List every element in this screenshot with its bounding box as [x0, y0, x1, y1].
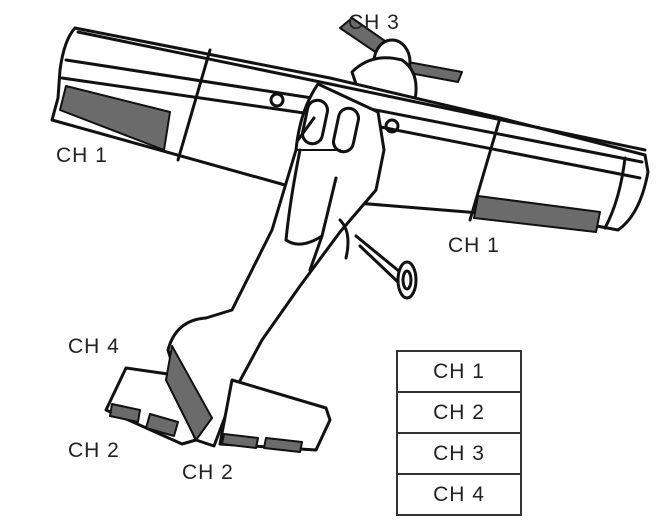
left-elevator-2	[145, 413, 179, 437]
right-aileron	[473, 195, 601, 233]
legend-row: CH 1	[396, 350, 522, 393]
legend-cell-ch4: CH 4	[396, 473, 522, 516]
label-elevator-right-ch2: CH 2	[182, 461, 234, 484]
landing-gear	[354, 234, 418, 300]
fuselage	[166, 82, 386, 448]
right-elevator	[221, 433, 259, 449]
rudder	[165, 345, 213, 441]
left-elevator	[109, 403, 141, 423]
label-rudder-ch4: CH 4	[68, 335, 120, 358]
tail	[104, 345, 332, 453]
label-right-wing-ch1: CH 1	[448, 234, 500, 257]
label-propeller-ch3: CH 3	[348, 11, 400, 34]
channel-legend-table: CH 1 CH 2 CH 3 CH 4	[396, 350, 522, 516]
label-left-wing-ch1: CH 1	[56, 144, 108, 167]
legend-cell-ch2: CH 2	[396, 391, 522, 434]
left-aileron	[59, 85, 171, 151]
right-elevator-2	[263, 437, 303, 453]
legend-row: CH 4	[396, 473, 522, 516]
legend-cell-ch1: CH 1	[396, 350, 522, 393]
legend-row: CH 3	[396, 432, 522, 475]
label-elevator-left-ch2: CH 2	[68, 439, 120, 462]
legend-cell-ch3: CH 3	[396, 432, 522, 475]
legend-row: CH 2	[396, 391, 522, 434]
